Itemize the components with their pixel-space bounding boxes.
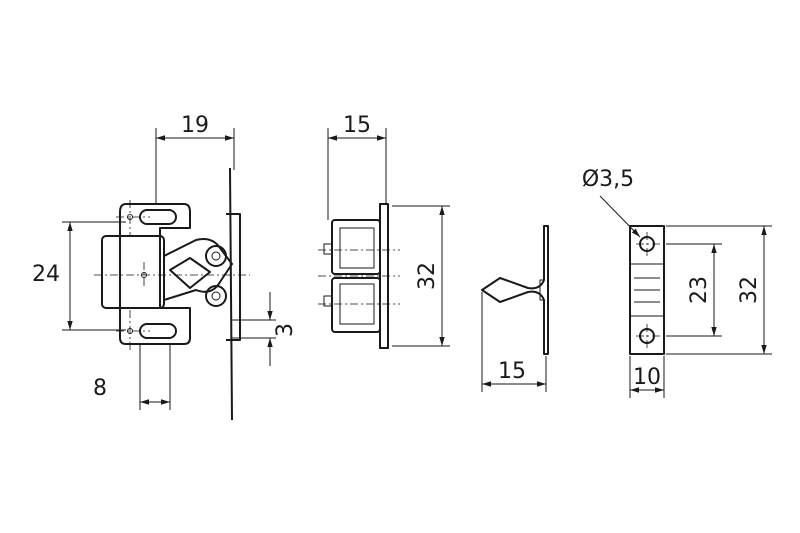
dim-front-gap: 3 bbox=[273, 323, 298, 337]
front-housing bbox=[101, 235, 165, 309]
side-view: 15 32 bbox=[318, 113, 450, 349]
dim-front-offset: 8 bbox=[93, 376, 107, 401]
front-bottom-slot bbox=[139, 323, 177, 339]
front-top-slot bbox=[139, 209, 177, 225]
front-lower-roller bbox=[205, 285, 227, 307]
dim-side-width: 15 bbox=[343, 113, 371, 138]
dim-side-height: 32 bbox=[415, 262, 440, 290]
front-catch-plate bbox=[226, 213, 241, 341]
front-upper-roller bbox=[205, 245, 227, 267]
plate-view: Ø3,5 23 32 10 bbox=[582, 167, 772, 398]
dim-plate-height: 32 bbox=[737, 276, 762, 304]
dim-plate-width: 10 bbox=[633, 365, 661, 390]
dim-clip-width: 15 bbox=[498, 359, 526, 384]
dim-plate-hole-spacing: 23 bbox=[687, 276, 712, 304]
clip-view: 15 bbox=[481, 225, 549, 392]
dim-front-width: 19 bbox=[181, 113, 209, 138]
door-edge-line bbox=[229, 167, 233, 421]
dim-front-height: 24 bbox=[32, 262, 60, 287]
plate-outline bbox=[629, 225, 665, 355]
front-view: 19 24 8 3 bbox=[32, 113, 298, 421]
dim-hole-diameter: Ø3,5 bbox=[582, 167, 634, 192]
front-base-plate bbox=[119, 203, 191, 345]
front-spring-arms bbox=[163, 238, 233, 301]
front-diamond-spring bbox=[169, 257, 211, 289]
clip-outline bbox=[481, 225, 549, 355]
